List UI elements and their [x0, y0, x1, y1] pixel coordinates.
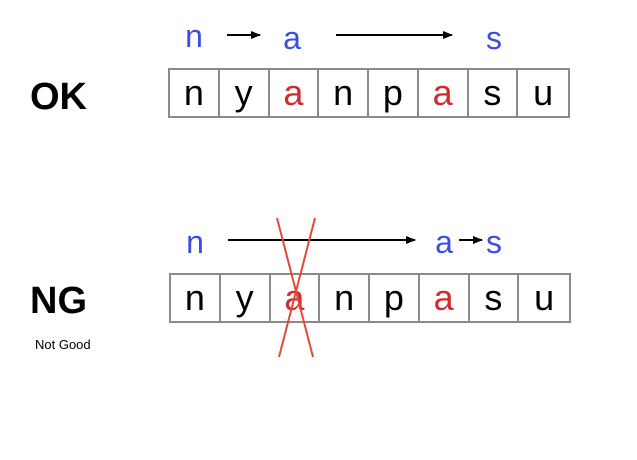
ok-cell-highlight: a: [419, 70, 469, 116]
ng-cell-highlight: a: [420, 275, 470, 321]
ng-cell: y: [221, 275, 271, 321]
ng-sublabel: Not Good: [35, 337, 91, 352]
ng-top-letter-s: s: [486, 224, 502, 260]
ng-cross-stroke-1: [276, 217, 314, 358]
ng-top-letter-a: a: [435, 224, 453, 260]
ok-cell: u: [533, 72, 554, 113]
ok-cell-highlight: a: [270, 70, 320, 116]
ok-top-letter-a: a: [283, 20, 301, 56]
ok-top-letter-n: n: [185, 18, 203, 54]
ng-cell: n: [171, 275, 221, 321]
ng-cell: p: [370, 275, 420, 321]
ok-cell: n: [170, 70, 220, 116]
ok-cell: n: [319, 70, 369, 116]
ng-letter-row: n y a n p a s u: [169, 273, 571, 323]
ng-cross-stroke-2: [278, 217, 316, 358]
ok-label: OK: [30, 76, 87, 118]
ok-top-letter-s: s: [486, 20, 502, 56]
ok-letter-row: n y a n p a s u: [168, 68, 570, 118]
ok-cell: y: [220, 70, 270, 116]
ng-top-letter-n: n: [186, 224, 204, 260]
ng-cell: s: [470, 275, 520, 321]
ok-cell: s: [469, 70, 519, 116]
ng-label: NG: [30, 280, 87, 322]
ok-cell: p: [369, 70, 419, 116]
ng-cell: u: [534, 277, 555, 318]
ng-cell: n: [320, 275, 370, 321]
